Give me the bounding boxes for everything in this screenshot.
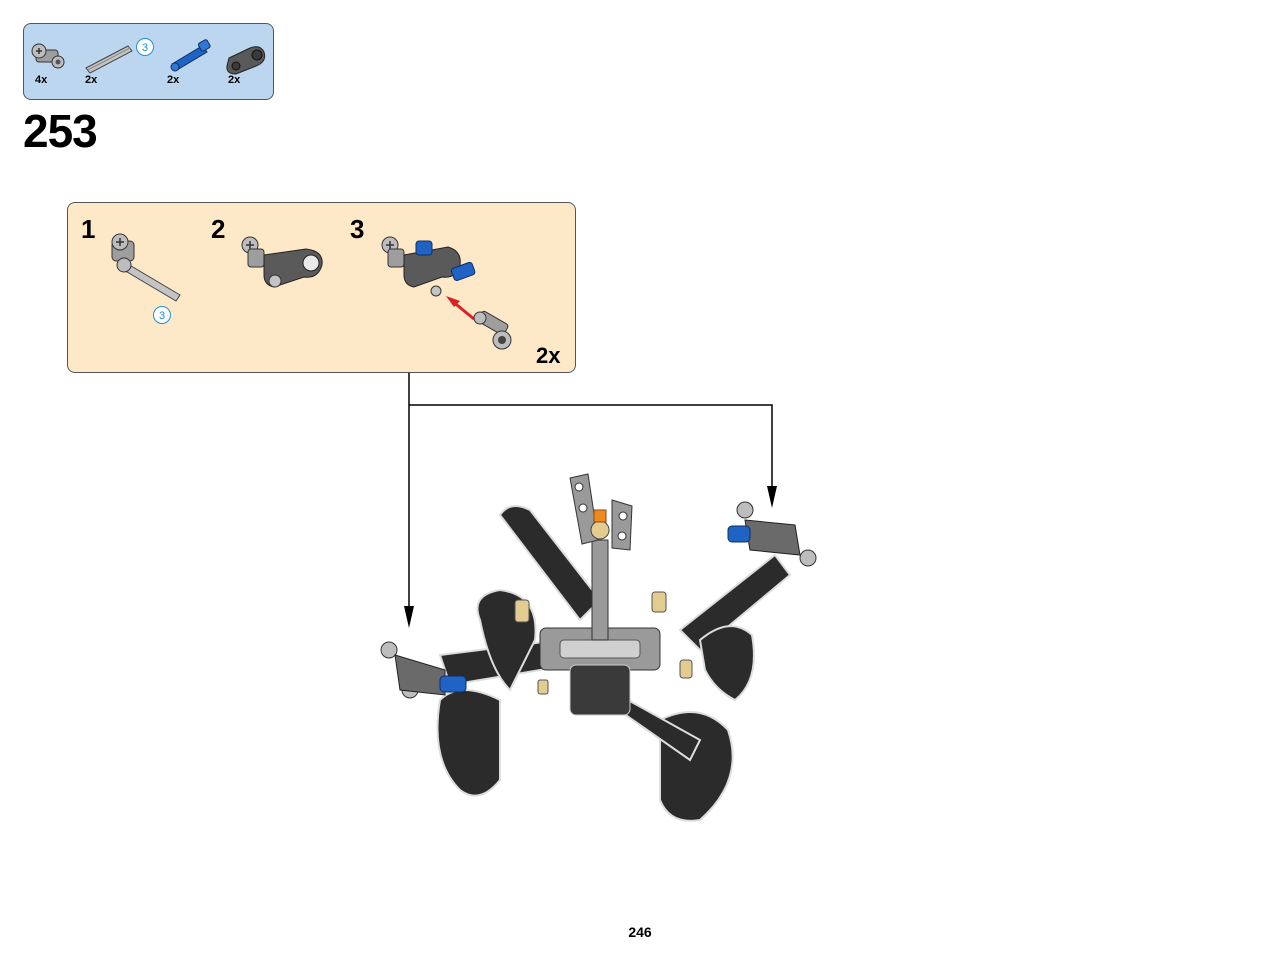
axle-length-badge: 3 [153,306,171,324]
substep-number-1: 1 [81,214,96,244]
axle-length-badge: 3 [136,38,154,56]
parts-list-callout: 4x 2x 2x 2x 3 [23,23,274,100]
part-qty: 2x [167,74,180,86]
substep-2-illustration [241,236,323,288]
subassembly-callout: 1 2 3 3 2x [67,202,576,373]
model-legs [436,505,792,822]
model-tan-pins [514,591,693,695]
callout-arrows [408,373,773,612]
subassembly-multiplier: 2x [536,343,561,368]
parts-list-icons [31,39,266,75]
subassembly-illustrations [111,233,512,350]
substep-number-3: 3 [350,214,365,244]
step-number: 253 [23,105,98,157]
model-center-body [539,473,661,716]
part-qty: 2x [85,74,98,86]
axle-pin-connector-icon [31,43,65,69]
part-qty: 2x [228,74,241,86]
substep-3-illustration [381,236,512,350]
part-qty: 4x [35,74,48,86]
substep-1-illustration [111,233,181,302]
substep-number-2: 2 [211,214,226,244]
angled-beam-connector-icon [226,46,266,75]
page-number: 246 [628,924,652,940]
axle-3-icon [85,45,133,74]
blue-pin-with-axle-icon [170,39,211,72]
model-attached-connectors [380,501,817,699]
